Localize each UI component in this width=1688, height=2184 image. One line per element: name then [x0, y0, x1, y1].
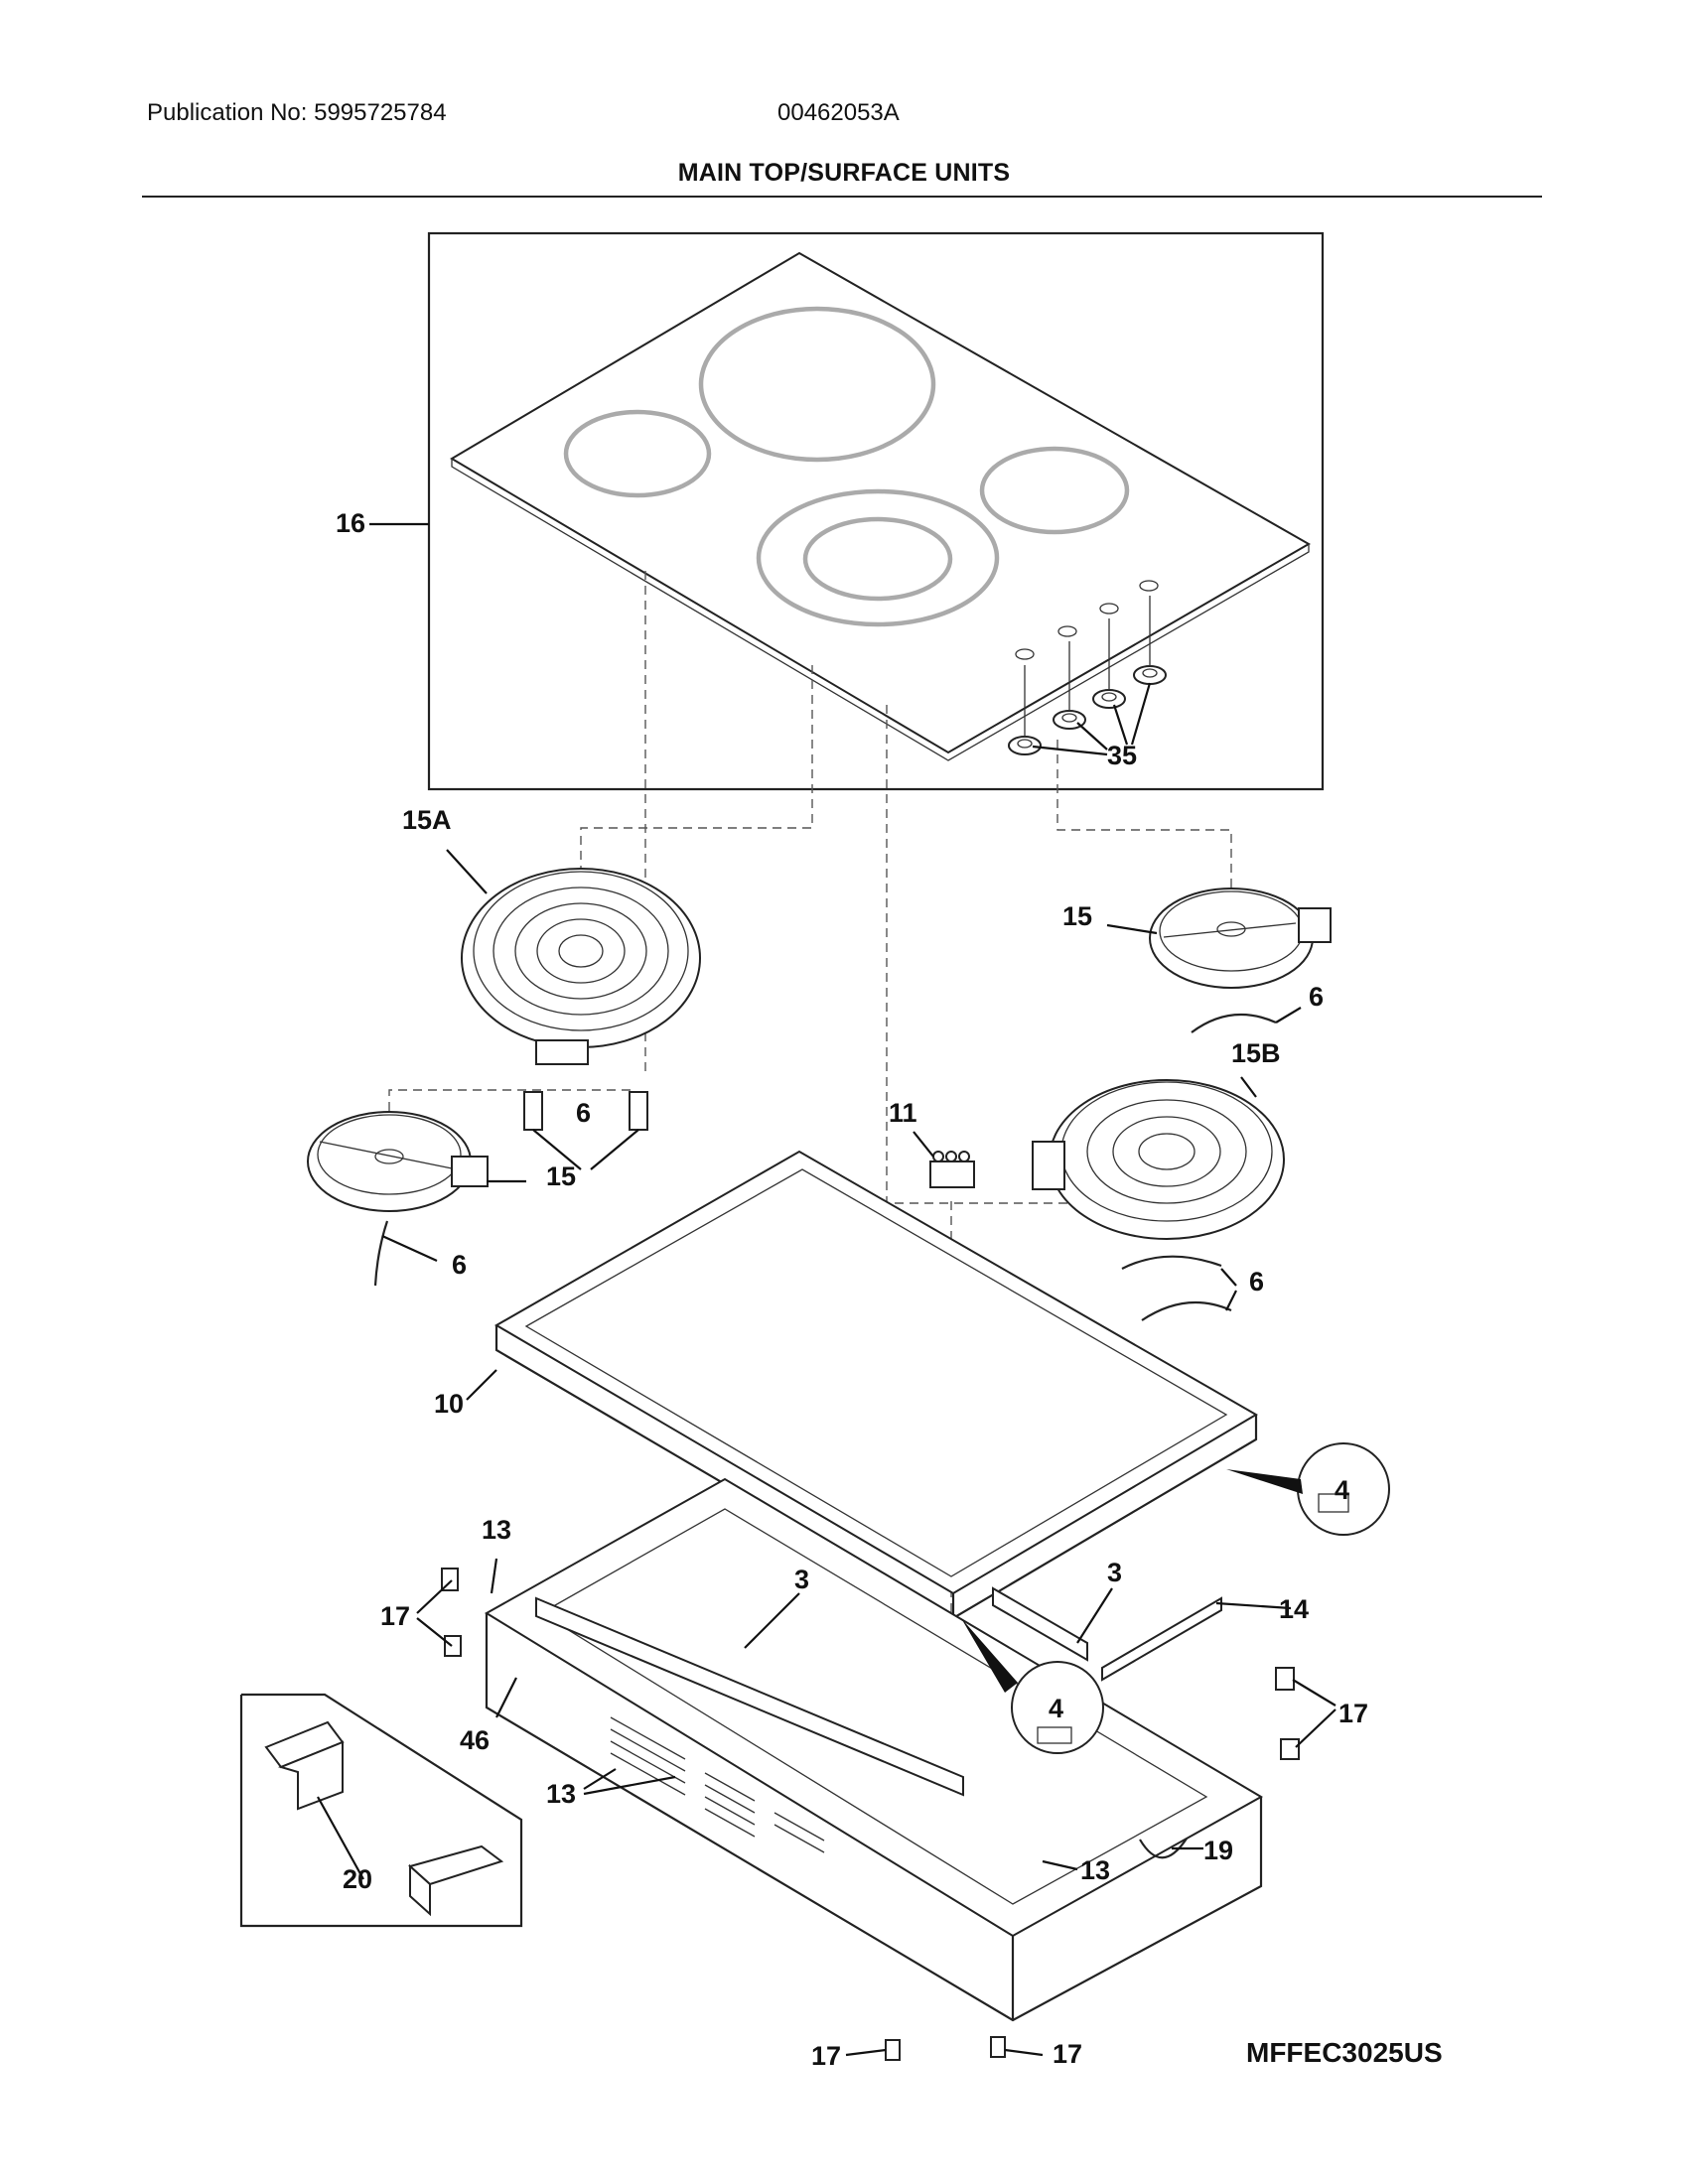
- element-zone-center-rear: [698, 306, 936, 463]
- wire-harness-6-15b-b: [1141, 1300, 1232, 1321]
- detail-4-lower: [961, 1618, 1104, 1754]
- chassis-46[interactable]: [485, 1477, 1264, 2022]
- callout-13-top: 13: [482, 1515, 511, 1545]
- callout-6-left-top: 6: [576, 1098, 591, 1128]
- callout-17-left: 17: [380, 1601, 410, 1631]
- callout-17-bottom-left: 17: [811, 2041, 841, 2071]
- wire-harness-6-right: [1191, 1013, 1277, 1033]
- detail-4-upper: [1226, 1442, 1390, 1536]
- vent-slots: [610, 1716, 825, 1853]
- surface-element-15b[interactable]: [1032, 1079, 1285, 1240]
- callout-15-right: 15: [1062, 901, 1092, 931]
- bracket-17-c[interactable]: [1275, 1667, 1295, 1691]
- callout-13-mid: 13: [546, 1779, 576, 1809]
- callout-20: 20: [343, 1864, 372, 1894]
- callout-35: 35: [1107, 741, 1137, 770]
- callout-46: 46: [460, 1725, 490, 1755]
- callout-4-lower: 4: [1049, 1694, 1063, 1723]
- element-zone-right: [979, 446, 1130, 535]
- wire-harness-6-15b-a: [1121, 1255, 1222, 1270]
- callout-14: 14: [1279, 1594, 1309, 1624]
- document-number: 00462053A: [777, 99, 900, 126]
- knob-grommets[interactable]: [1008, 665, 1167, 755]
- callout-17-right: 17: [1338, 1699, 1368, 1728]
- surface-element-15-left[interactable]: [307, 1111, 489, 1212]
- header-rule: [142, 196, 1542, 198]
- bracket-17-b[interactable]: [444, 1635, 462, 1657]
- bracket-14[interactable]: [1101, 1596, 1222, 1682]
- callout-6-right: 6: [1309, 982, 1324, 1012]
- element-zone-front-outer: [756, 488, 1000, 627]
- terminal-block-11[interactable]: [929, 1151, 975, 1188]
- glass-top-group: [427, 231, 1325, 791]
- publication-number: Publication No: 5995725784: [147, 99, 447, 126]
- callout-4-upper: 4: [1335, 1475, 1349, 1505]
- element-zone-front-inner: [802, 516, 953, 602]
- surface-element-15a[interactable]: [461, 868, 701, 1131]
- callout-10: 10: [434, 1389, 464, 1419]
- callout-3-right: 3: [1107, 1558, 1122, 1587]
- control-holes: [1015, 580, 1159, 660]
- wire-harness-6-left: [373, 1220, 389, 1287]
- bracket-17-e[interactable]: [885, 2039, 901, 2061]
- model-number: MFFEC3025US: [1246, 2037, 1443, 2068]
- callout-6-15b: 6: [1249, 1267, 1264, 1297]
- callout-15a: 15A: [402, 805, 452, 835]
- callout-labels: 16 35 15A 15 6 15B 6 11 15 6 6 10 4 13 3…: [336, 508, 1443, 2071]
- page-title: MAIN TOP/SURFACE UNITS: [677, 159, 1011, 187]
- callout-16: 16: [336, 508, 365, 538]
- callout-17-bottom-right: 17: [1053, 2039, 1082, 2069]
- callout-13-bottom: 13: [1080, 1855, 1110, 1885]
- leader-lines: [317, 522, 1336, 2057]
- callout-15-left: 15: [546, 1161, 576, 1191]
- bracket-17-f[interactable]: [990, 2036, 1006, 2058]
- glass-top-frame: [427, 231, 1325, 791]
- callout-3-left: 3: [794, 1565, 809, 1594]
- surface-element-15-right[interactable]: [1149, 887, 1332, 989]
- clamp-19[interactable]: [1139, 1838, 1188, 1859]
- support-rail-3-left[interactable]: [535, 1596, 964, 1797]
- bracket-17-d[interactable]: [1280, 1738, 1300, 1760]
- callout-15b: 15B: [1231, 1038, 1281, 1068]
- callout-6-left: 6: [452, 1250, 467, 1280]
- callout-11: 11: [889, 1098, 917, 1128]
- glass-cooktop[interactable]: [450, 251, 1312, 754]
- element-zone-left-rear: [563, 409, 712, 498]
- support-rail-3-right[interactable]: [992, 1586, 1088, 1662]
- callout-19: 19: [1203, 1836, 1233, 1865]
